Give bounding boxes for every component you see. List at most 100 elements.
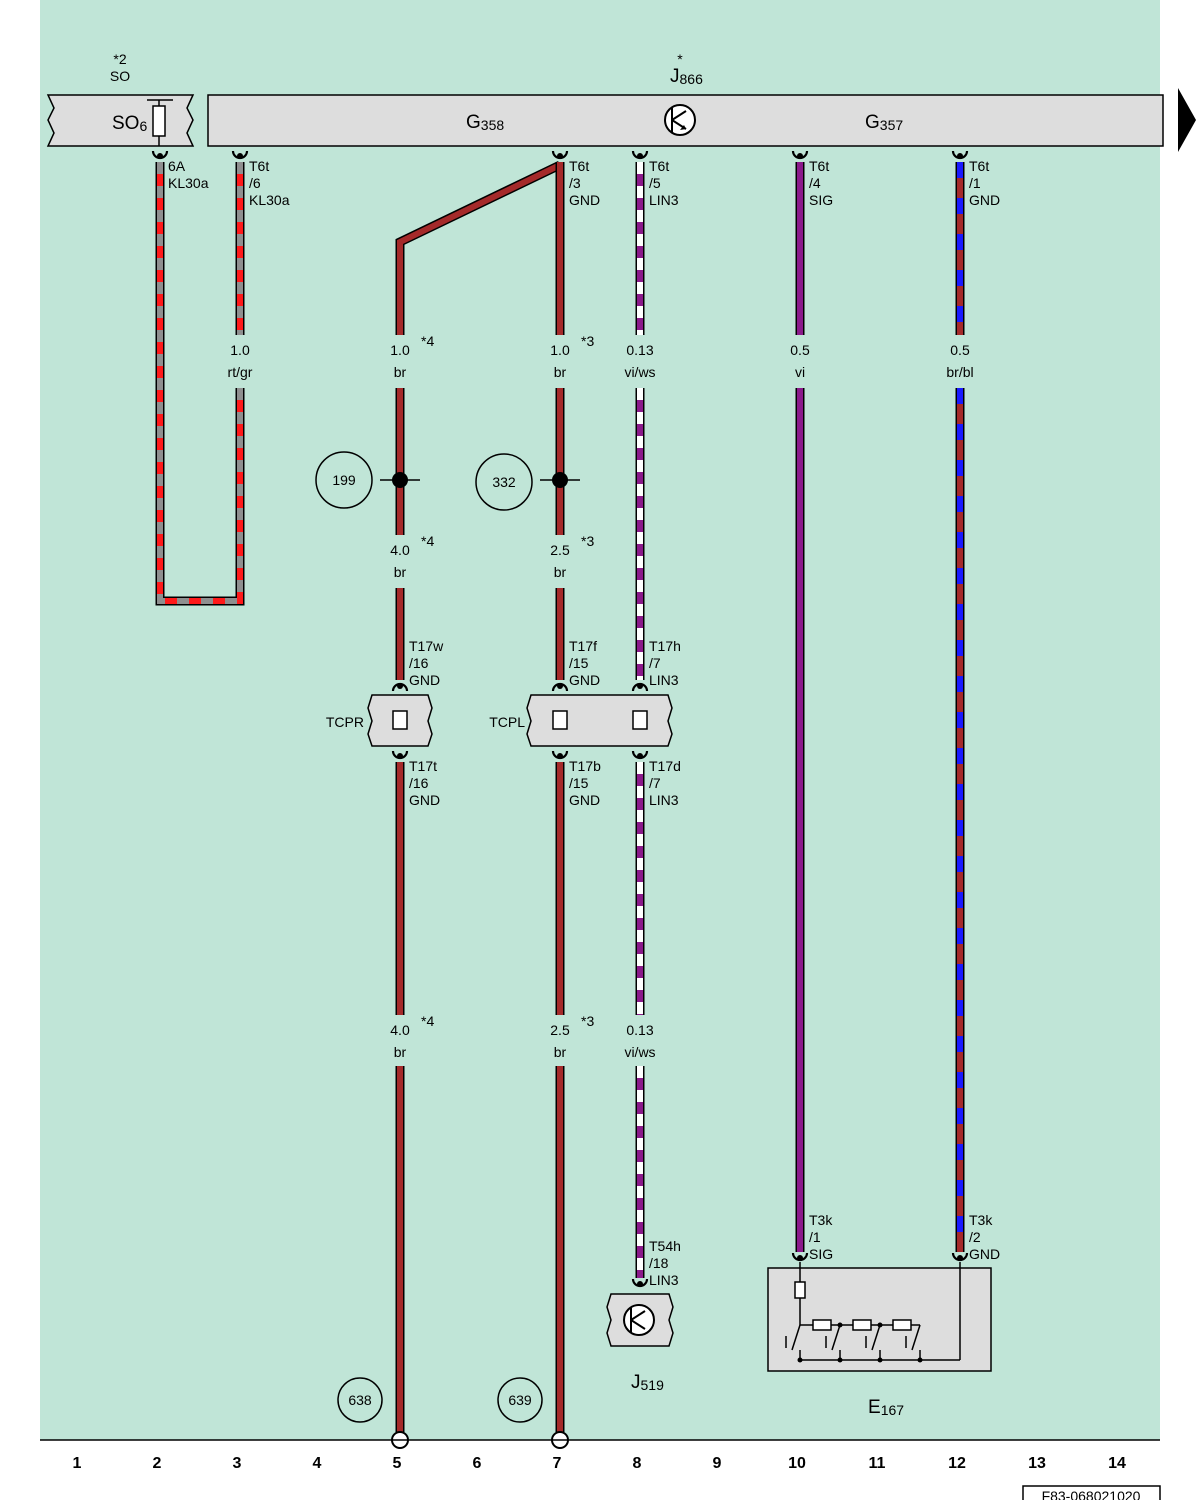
- svg-text:0.13: 0.13: [626, 1022, 653, 1038]
- fuse-icon: [147, 99, 173, 146]
- svg-text:GND: GND: [969, 192, 1000, 208]
- svg-text:0.13: 0.13: [626, 342, 653, 358]
- svg-text:br: br: [554, 1044, 567, 1060]
- pin-t6t-4: T6t /4 SIG: [809, 158, 833, 208]
- wire-label-col8-low: 0.13 vi/ws: [624, 1022, 655, 1060]
- wire-label-col12: 0.5 br/bl: [946, 342, 973, 380]
- pin-t17h-7: T17h /7 LIN3: [649, 638, 681, 688]
- svg-text:2.5: 2.5: [550, 1022, 570, 1038]
- j866-label: J866: [670, 66, 703, 87]
- svg-text:/18: /18: [649, 1255, 669, 1271]
- svg-text:4.0: 4.0: [390, 542, 410, 558]
- wire-col5-top: [395, 160, 562, 335]
- connector-cup-icon: [551, 682, 569, 692]
- svg-text:KL30a: KL30a: [168, 175, 209, 191]
- footer-code: F83-068021020: [1042, 1488, 1141, 1500]
- splice-199: [380, 472, 420, 488]
- svg-text:/1: /1: [809, 1229, 821, 1245]
- svg-text:KL30a: KL30a: [249, 192, 290, 208]
- wire-label-col5-top: 1.0 br *4: [390, 333, 434, 380]
- connector-cup-icon: [791, 150, 809, 160]
- column-number: 3: [233, 1455, 242, 1472]
- svg-text:/15: /15: [569, 655, 589, 671]
- column-number: 14: [1108, 1455, 1126, 1472]
- connector-cup-icon: [391, 750, 409, 760]
- svg-text:LIN3: LIN3: [649, 792, 679, 808]
- svg-text:/16: /16: [409, 775, 429, 791]
- column-number: 2: [153, 1455, 162, 1472]
- svg-text:/16: /16: [409, 655, 429, 671]
- svg-text:T6t: T6t: [969, 158, 989, 174]
- svg-text:vi: vi: [795, 364, 805, 380]
- svg-text:rt/gr: rt/gr: [228, 364, 253, 380]
- svg-text:br: br: [554, 564, 567, 580]
- svg-text:1.0: 1.0: [390, 342, 410, 358]
- svg-text:1.0: 1.0: [550, 342, 570, 358]
- j519-label: J519: [631, 1372, 664, 1393]
- wire-loop-col2-col3: [155, 162, 245, 606]
- pin-t17d-7: T17d /7 LIN3: [649, 758, 681, 808]
- svg-text:vi/ws: vi/ws: [624, 364, 655, 380]
- svg-text:*4: *4: [421, 1013, 434, 1029]
- svg-text:br: br: [394, 564, 407, 580]
- ref-332-label: 332: [492, 474, 516, 490]
- svg-text:6A: 6A: [168, 158, 186, 174]
- tcpl-connector-box: [526, 694, 673, 747]
- pin-t17w-16: T17w /16 GND: [409, 638, 444, 688]
- tcpl-pin-icon: [552, 710, 568, 730]
- svg-text:GND: GND: [409, 672, 440, 688]
- svg-text:GND: GND: [569, 192, 600, 208]
- connector-cup-icon: [791, 1252, 809, 1262]
- connector-cup-icon: [231, 150, 249, 160]
- tcpr-label: TCPR: [326, 714, 364, 730]
- pin-t54h-18: T54h /18 LIN3: [649, 1238, 681, 1288]
- svg-text:LIN3: LIN3: [649, 672, 679, 688]
- j866-note: *: [677, 51, 683, 67]
- svg-text:1.0: 1.0: [230, 342, 250, 358]
- switch-contacts-icon: [797, 1322, 923, 1363]
- pin-t17f-15: T17f /15 GND: [569, 638, 600, 688]
- svg-text:*4: *4: [421, 533, 434, 549]
- svg-text:LIN3: LIN3: [649, 192, 679, 208]
- svg-text:GND: GND: [569, 672, 600, 688]
- svg-text:/3: /3: [569, 175, 581, 191]
- pin-t6t-1: T6t /1 GND: [969, 158, 1000, 208]
- switch-resistor-ladder-icon: [785, 1262, 961, 1361]
- svg-text:/2: /2: [969, 1229, 981, 1245]
- pin-t6t-3: T6t /3 GND: [569, 158, 600, 208]
- wire-label-col3: 1.0 rt/gr: [228, 342, 253, 380]
- svg-text:T6t: T6t: [649, 158, 669, 174]
- connector-cup-icon: [391, 682, 409, 692]
- pin-t17b-15: T17b /15 GND: [569, 758, 601, 808]
- svg-text:LIN3: LIN3: [649, 1272, 679, 1288]
- svg-text:vi/ws: vi/ws: [624, 1044, 655, 1060]
- svg-text:GND: GND: [969, 1246, 1000, 1262]
- svg-text:T6t: T6t: [809, 158, 829, 174]
- svg-text:/15: /15: [569, 775, 589, 791]
- g358-label: G358: [466, 112, 504, 133]
- connector-cup-icon: [951, 150, 969, 160]
- g357-label: G357: [865, 112, 903, 133]
- svg-text:2.5: 2.5: [550, 542, 570, 558]
- ref-199-label: 199: [332, 472, 356, 488]
- ref-639-label: 639: [508, 1392, 532, 1408]
- svg-text:/1: /1: [969, 175, 981, 191]
- svg-text:GND: GND: [409, 792, 440, 808]
- control-unit-icon: [623, 1304, 655, 1336]
- ref-circle-638: 638: [337, 1377, 383, 1423]
- svg-text:*3: *3: [581, 333, 594, 349]
- wire-label-col7-low: 2.5 br *3: [550, 1013, 594, 1060]
- ref-circle-199: 199: [315, 451, 373, 509]
- pin-t6t-5: T6t /5 LIN3: [649, 158, 679, 208]
- wires: [155, 160, 965, 1432]
- svg-text:T6t: T6t: [249, 158, 269, 174]
- svg-text:br/bl: br/bl: [946, 364, 973, 380]
- column-number: 10: [788, 1455, 806, 1472]
- wire-label-col7-mid: 2.5 br *3: [550, 533, 594, 580]
- svg-text:T17w: T17w: [409, 638, 444, 654]
- svg-text:T3k: T3k: [809, 1212, 833, 1228]
- svg-text:/7: /7: [649, 655, 661, 671]
- pin-t3k-1: T3k /1 SIG: [809, 1212, 833, 1262]
- svg-text:0.5: 0.5: [790, 342, 810, 358]
